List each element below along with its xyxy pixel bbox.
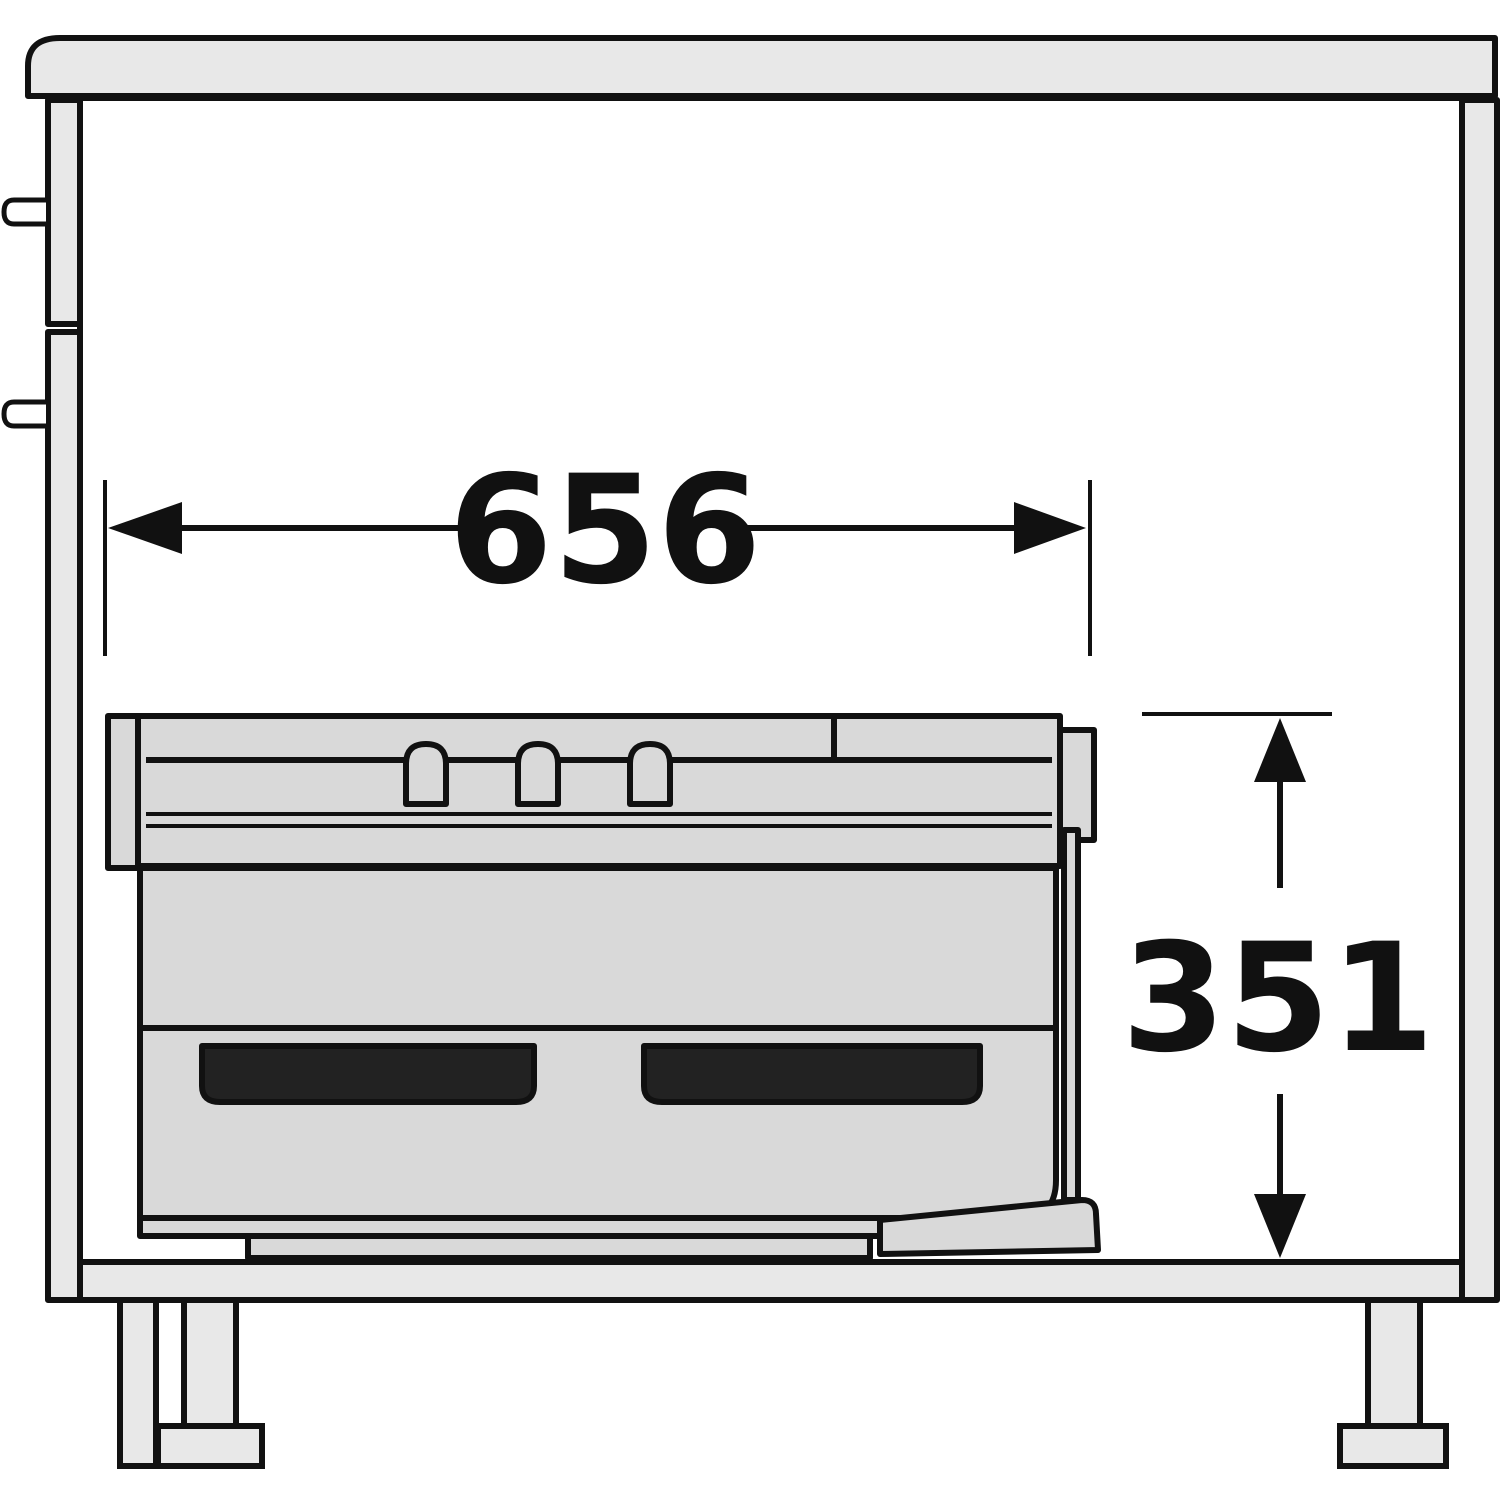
bottom-shelf — [77, 1259, 1465, 1303]
countertop — [25, 35, 1498, 99]
upper-container — [137, 865, 1059, 1031]
cabinet — [25, 35, 1500, 1303]
height-arrow-bottom — [1254, 1194, 1306, 1258]
lid-knob-1 — [403, 741, 449, 807]
left-side-panel-upper — [45, 97, 83, 327]
lid-knob-3 — [627, 741, 673, 807]
width-dimension — [103, 480, 1092, 656]
upper-handle — [1, 197, 46, 227]
leg-right-foot — [1337, 1423, 1449, 1469]
base-rear-block — [877, 1197, 1101, 1257]
height-dimension — [1142, 712, 1332, 1258]
lid-knob-2 — [515, 741, 561, 807]
legs — [117, 1297, 1449, 1469]
width-dimension-label: 656 — [448, 444, 761, 618]
right-side-panel — [1459, 97, 1500, 1303]
height-arrow-top — [1254, 718, 1306, 782]
handles — [1, 197, 46, 429]
base-runner — [245, 1233, 873, 1261]
unit-back-frame — [1057, 727, 1097, 843]
unit-front-frame — [105, 713, 141, 871]
unit-back-post — [1061, 827, 1081, 1203]
pullout-bin-unit — [105, 713, 1101, 1261]
width-arrow-left — [108, 502, 182, 554]
lower-handle — [1, 399, 46, 429]
height-dimension-label: 351 — [1121, 912, 1434, 1086]
bin-handle-slot-right — [641, 1043, 983, 1105]
leg-left-foot — [155, 1423, 265, 1469]
unit-lid — [135, 713, 1063, 869]
leg-left-inner — [181, 1297, 239, 1431]
leg-right — [1365, 1297, 1423, 1431]
width-arrow-right — [1014, 502, 1086, 554]
leg-left-outer — [117, 1297, 159, 1469]
bin-handle-slot-left — [199, 1043, 537, 1105]
left-side-panel-lower — [45, 329, 83, 1303]
